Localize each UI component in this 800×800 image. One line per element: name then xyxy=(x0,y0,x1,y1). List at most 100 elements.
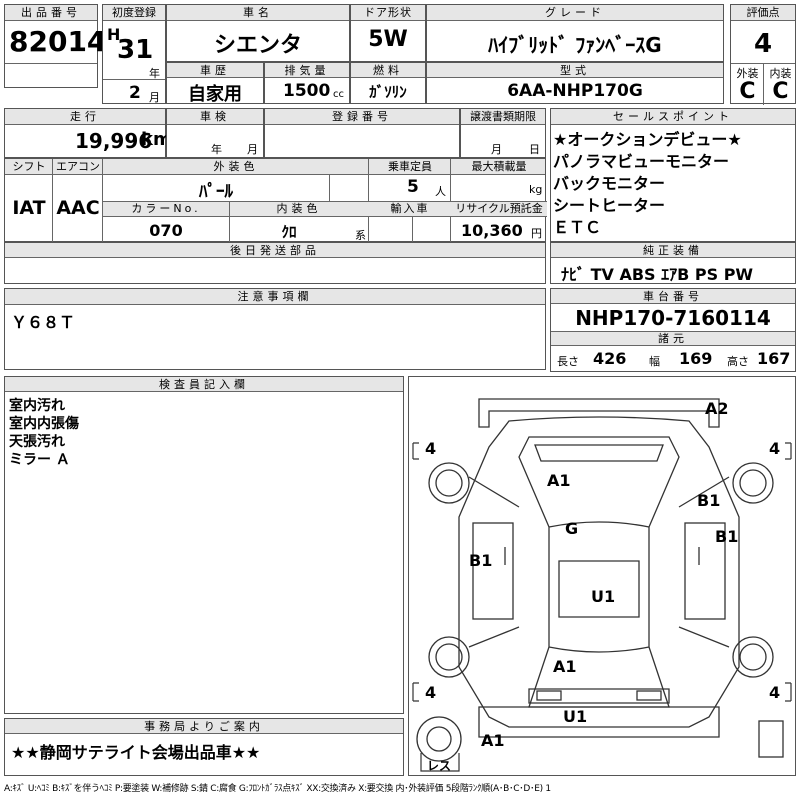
exterior-header: 外装 xyxy=(736,67,759,80)
length-label: 長さ xyxy=(557,355,579,368)
later-parts-header: 後日発送部品 xyxy=(5,243,545,258)
transfer-doc-header: 譲渡書類期限 xyxy=(461,109,545,125)
interior-color-unit: 系 xyxy=(355,229,366,242)
selling-point: ★オークションデビュー★ xyxy=(553,130,742,149)
model-code: 6AA-NHP170G xyxy=(507,81,643,101)
displacement: 1500 xyxy=(283,81,331,101)
selling-point: パノラマビューモニター xyxy=(553,152,730,171)
chassis-no-header: 車台番号 xyxy=(551,289,795,304)
tire-mark: 4 xyxy=(425,683,437,702)
tire-mark: 4 xyxy=(769,439,781,458)
score-box: 評価点 4 外装 内装 C C xyxy=(730,4,796,105)
history: 自家用 xyxy=(188,84,242,105)
first-registration-header: 初度登録 xyxy=(103,5,165,21)
displacement-header: 排気量 xyxy=(265,63,349,78)
registration-no-box: 登録番号 xyxy=(264,108,460,158)
model-code-header: 型式 xyxy=(427,63,723,78)
lot-number: 82014 xyxy=(9,25,107,58)
interior-grade: C xyxy=(772,79,789,104)
inspector-note: 室内内張傷 xyxy=(9,416,79,432)
recycle-header: リサイクル預託金 xyxy=(455,202,543,215)
selling-points-box: セールスポイント ★オークションデビュー★ パノラマビューモニター バックモニタ… xyxy=(550,108,796,242)
grade-box: グレード ﾊｲﾌﾞﾘｯﾄﾞ ﾌｧﾝﾍﾞｰｽG xyxy=(426,4,724,62)
car-name-header: 車名 xyxy=(167,5,349,21)
spare-tire-mark: レス xyxy=(427,759,452,773)
history-header: 車歴 xyxy=(167,63,263,78)
inspection-header: 車検 xyxy=(167,109,263,125)
exterior-color-header: 外装色 xyxy=(213,160,259,173)
genuine-equipment-header: 純正装備 xyxy=(551,243,795,258)
office-notice-header: 事務局よりご案内 xyxy=(5,719,403,734)
tire-mark: 4 xyxy=(425,439,437,458)
inspection-box: 車検 年 月 xyxy=(166,108,264,158)
displacement-unit: cc xyxy=(333,89,344,100)
lot-number-header: 出品番号 xyxy=(5,5,97,21)
fuel-box: 燃料 ｶﾞｿﾘﾝ xyxy=(350,62,426,104)
aircon-header: エアコン xyxy=(56,160,100,173)
score: 4 xyxy=(753,29,773,59)
damage-mark: A2 xyxy=(705,399,729,418)
genuine-equipment-box: 純正装備 ﾅﾋﾞ TV ABS ｴｱB PS PW xyxy=(550,242,796,284)
max-load-header: 最大積載量 xyxy=(471,160,527,173)
aircon: AAC xyxy=(56,197,100,219)
chassis-box: 車台番号 NHP170-7160114 諸元 長さ 426 幅 169 高さ 1… xyxy=(550,288,796,372)
shift-header: シフト xyxy=(12,160,46,173)
capacity-header: 乗車定員 xyxy=(388,160,432,173)
registration-month: 2 xyxy=(129,83,141,103)
length: 426 xyxy=(593,349,627,368)
history-box: 車歴 自家用 xyxy=(166,62,264,105)
lot-number-box: 出品番号 82014 xyxy=(4,4,106,88)
notes-header: 注意事項欄 xyxy=(5,289,545,305)
office-notice: ★★静岡サテライト会場出品車★★ xyxy=(11,743,261,762)
transfer-month-unit: 月 xyxy=(491,143,502,156)
exterior-grade: C xyxy=(739,79,756,104)
transfer-doc-box: 譲渡書類期限 月 日 xyxy=(460,108,546,158)
interior-color-header: 内装色 xyxy=(276,202,322,215)
damage-mark: A1 xyxy=(553,657,577,676)
damage-mark: A1 xyxy=(481,731,505,750)
car-outline xyxy=(412,398,792,772)
displacement-box: 排気量 1500 cc xyxy=(264,62,350,104)
recycle: 10,360 xyxy=(461,221,523,240)
inspector-note: 室内汚れ xyxy=(9,398,65,414)
office-notice-box: 事務局よりご案内 ★★静岡サテライト会場出品車★★ xyxy=(4,718,404,776)
transfer-day-unit: 日 xyxy=(529,143,540,156)
mileage: 19,996 xyxy=(75,129,153,153)
era: H xyxy=(107,25,121,44)
selling-point: ＥＴＣ xyxy=(553,218,602,237)
door-type-box: ドア形状 5W xyxy=(350,4,426,62)
notes: Ｙ６８Ｔ xyxy=(11,313,76,332)
later-parts-box: 後日発送部品 xyxy=(4,242,546,284)
notes-box: 注意事項欄 Ｙ６８Ｔ xyxy=(4,288,546,370)
registration-no-header: 登録番号 xyxy=(265,109,459,125)
inspection-month-unit: 月 xyxy=(247,143,258,156)
height-label: 高さ xyxy=(727,355,749,368)
shift: IAT xyxy=(12,197,46,219)
inspector-note: 天張汚れ xyxy=(9,434,65,450)
interior-color: ｸﾛ xyxy=(281,223,297,241)
inspector-note: ミラー Ａ xyxy=(9,452,70,468)
interior-header: 内装 xyxy=(769,67,792,80)
selling-point: シートヒーター xyxy=(553,196,666,215)
height: 167 xyxy=(757,349,791,368)
grade: ﾊｲﾌﾞﾘｯﾄﾞ ﾌｧﾝﾍﾞｰｽG xyxy=(488,33,662,57)
score-header: 評価点 xyxy=(731,5,795,21)
spec-box: シフト エアコン 外装色 乗車定員 最大積載量 IAT AAC ﾊﾟｰﾙ 5 人… xyxy=(4,158,547,243)
damage-legend: A:ｷｽﾞ U:ﾍｺﾐ B:ｷｽﾞを伴うﾍｺﾐ P:要塗装 W:補修跡 S:錆 … xyxy=(4,784,551,794)
car-name-box: 車名 シエンタ xyxy=(166,4,350,62)
fuel: ｶﾞｿﾘﾝ xyxy=(369,83,407,101)
door-type: 5W xyxy=(368,27,408,52)
capacity-unit: 人 xyxy=(435,185,446,198)
first-registration-box: 初度登録 H 31 年 2 月 xyxy=(102,4,166,104)
selling-point: バックモニター xyxy=(553,174,666,193)
inspection-year-unit: 年 xyxy=(211,143,222,156)
damage-mark: G xyxy=(565,519,579,538)
door-type-header: ドア形状 xyxy=(351,5,425,21)
damage-mark: U1 xyxy=(563,707,588,726)
model-code-box: 型式 6AA-NHP170G xyxy=(426,62,724,104)
grade-header: グレード xyxy=(427,5,723,21)
month-unit: 月 xyxy=(149,91,160,104)
tire-mark: 4 xyxy=(769,683,781,702)
damage-mark: B1 xyxy=(715,527,739,546)
fuel-header: 燃料 xyxy=(351,63,425,78)
